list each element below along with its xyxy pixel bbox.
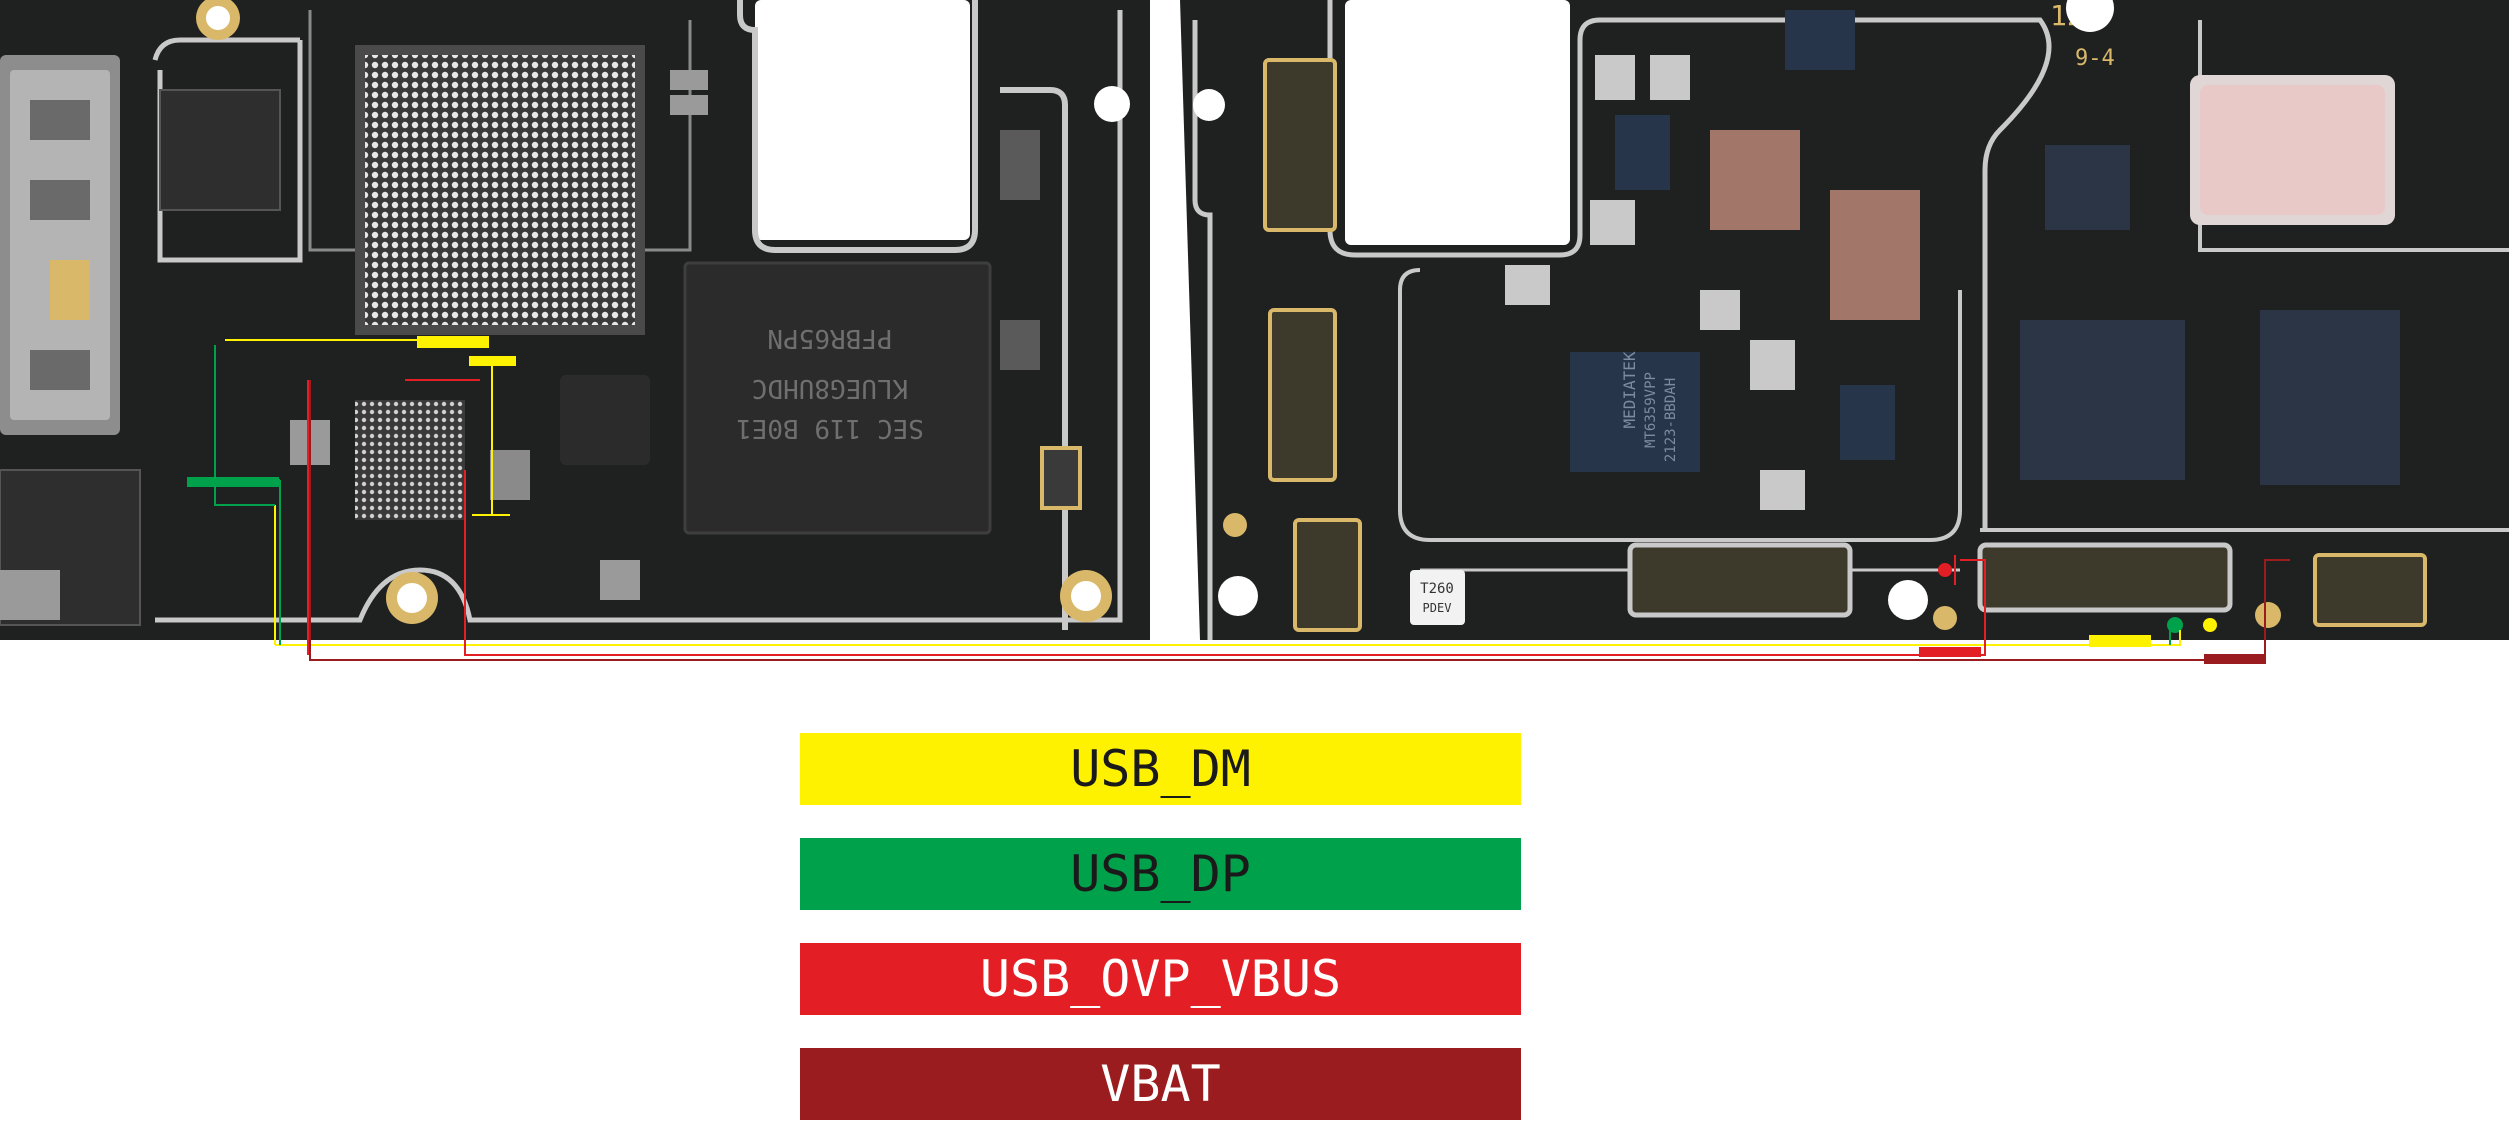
board-connector-1 [1263, 58, 1337, 232]
mounting-hole-4 [1094, 86, 1130, 122]
test-point-r4 [2203, 618, 2217, 632]
left-board-half: PFBR65PN KLUEG8UHDC SEC 119 B0E1 [0, 0, 1150, 640]
pa-chip-1 [2020, 320, 2185, 480]
mounting-hole-r3 [1888, 580, 1928, 620]
usb-dm-pad [417, 336, 489, 348]
board-connector-3 [1293, 518, 1362, 632]
board-connector-2 [1268, 308, 1337, 482]
rf-chip-1 [1615, 115, 1670, 190]
component-block-2 [560, 375, 650, 465]
usb-board-connector [1977, 542, 2233, 613]
component-cap-r3 [1590, 200, 1635, 245]
right-board-half: MEDIATEK MT6359VPP 2123-BBDAH T260 PDEV … [1180, 0, 2509, 640]
transceiver-chip [2045, 145, 2130, 230]
sim-contact-4 [30, 350, 90, 390]
legend-usb-dm: USB_DM [800, 733, 1521, 805]
board-revision-2: 9-4 [2075, 46, 2115, 71]
usb-dm-net [225, 336, 2181, 647]
usb-ovp-vbus-net [307, 379, 1986, 657]
component-cap-5 [600, 560, 640, 600]
component-inductor-r1 [1830, 190, 1920, 320]
legend-usb-ovp-vbus: USB_OVP_VBUS [800, 943, 1521, 1015]
mounting-hole-2-inner [397, 583, 427, 613]
pcb-board-diagram: PFBR65PN KLUEG8UHDC SEC 119 B0E1 [0, 0, 2509, 664]
component-cap-r1 [1595, 55, 1635, 100]
component-inductor-2 [1000, 320, 1040, 370]
component-cap-6 [0, 570, 60, 620]
vbat-net [309, 380, 2290, 664]
mounting-hole-r2 [1218, 576, 1258, 616]
rf-chip-2 [1785, 10, 1855, 70]
memory-chip [683, 261, 992, 535]
component-cap-r7 [1505, 265, 1550, 305]
right-board-edge-trace-2 [1327, 0, 2052, 530]
component-cap-1 [670, 70, 708, 90]
sim-contact-3 [50, 260, 90, 320]
component-block-1 [159, 89, 281, 211]
legend-usb-ovp-vbus-label: USB_OVP_VBUS [979, 950, 1342, 1008]
usb-ovp-point [1938, 563, 1952, 577]
pmic-chip [1570, 352, 1700, 472]
left-board-edge-trace-2 [737, 0, 978, 253]
memory-chip-marking-1: PFBR65PN [767, 323, 892, 353]
left-board-edge-trace-4 [155, 10, 1123, 623]
component-cap-r4 [1700, 290, 1740, 330]
legend-usb-dm-label: USB_DM [1070, 740, 1251, 798]
pa-chip-2 [2260, 310, 2400, 485]
crystal-marking-2: PDEV [1423, 601, 1452, 615]
usb-dp-net [187, 345, 2171, 645]
crystal [1410, 570, 1465, 625]
mounting-hole-1-inner [206, 6, 230, 30]
memory-chip-marking-2: KLUEG8UHDC [752, 373, 909, 403]
usb-dm-pad-2 [469, 356, 516, 366]
mounting-hole-3-inner [1071, 581, 1101, 611]
pmic-marking-1: MEDIATEK [1620, 351, 1639, 428]
component-inductor-1 [1000, 130, 1040, 200]
component-switch [1040, 446, 1082, 510]
usb-dp-pad [187, 477, 279, 487]
left-board-edge-trace-3 [1000, 87, 1068, 630]
mounting-hole-r4 [2066, 0, 2114, 32]
legend-vbat-label: VBAT [1100, 1055, 1221, 1113]
small-bga-chip [355, 400, 465, 520]
sim-contact-1 [30, 100, 90, 140]
component-cap-r6 [1760, 470, 1805, 510]
crystal-marking-1: T260 [1420, 581, 1454, 597]
sim-tray-inner [10, 70, 110, 420]
legend-usb-dp-label: USB_DP [1070, 845, 1251, 903]
usb-ovp-pad [1919, 647, 1981, 657]
sim-contact-2 [30, 180, 90, 220]
usb-ovp-trace [307, 379, 1986, 656]
rf-chip-3 [1840, 385, 1895, 460]
right-board-edge-trace [1192, 20, 1213, 640]
memory-chip-marking-3: SEC 119 B0E1 [736, 413, 924, 443]
component-cap-4 [490, 450, 530, 500]
component-inductor-r2 [1710, 130, 1800, 230]
legend-usb-dp: USB_DP [800, 838, 1521, 910]
vbat-pad [2204, 654, 2266, 664]
rf-shield-pad-inner [2200, 85, 2385, 215]
soc-bga-core [365, 55, 635, 325]
legend-vbat: VBAT [800, 1048, 1521, 1120]
right-board-edge-trace-3 [1398, 268, 1962, 542]
rf-shield-pad [2190, 75, 2395, 225]
test-point-r2 [1933, 606, 1957, 630]
usb-dm-pad-3 [2089, 635, 2151, 647]
pmic-marking-2: MT6359VPP [1643, 372, 1659, 448]
mounting-hole-r1 [1193, 89, 1225, 121]
left-board-cutout [755, 0, 970, 240]
test-point-r1 [1223, 513, 1247, 537]
component-cap-r5 [1750, 340, 1795, 390]
component-cap-2 [670, 95, 708, 115]
right-board-cutout [1345, 0, 1570, 245]
component-cap-r2 [1650, 55, 1690, 100]
pmic-marking-3: 2123-BBDAH [1663, 378, 1679, 462]
battery-connector [2313, 553, 2427, 627]
test-point-r3 [2255, 602, 2281, 628]
display-connector [1627, 542, 1853, 618]
